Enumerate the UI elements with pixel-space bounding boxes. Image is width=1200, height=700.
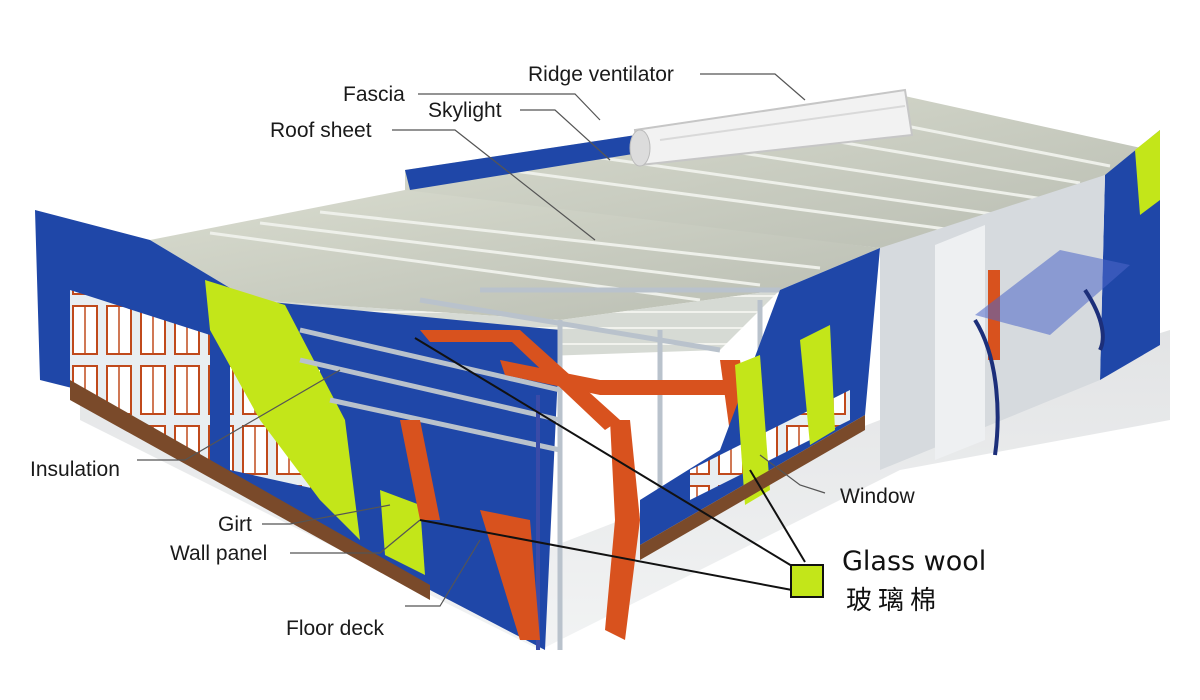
label-ridge-ventilator: Ridge ventilator: [528, 63, 674, 86]
ridge-ventilator: [629, 88, 914, 167]
label-floor-deck: Floor deck: [286, 617, 385, 640]
rear-roof-ribs: [469, 109, 1111, 237]
glass-wool-leaders: [414, 337, 806, 591]
label-skylight: Skylight: [428, 99, 502, 122]
leader-window: [759, 454, 826, 494]
front-end-insulation: [735, 355, 770, 505]
canopy: [973, 250, 1130, 456]
legend-glass-wool-cn: 玻璃棉: [846, 586, 943, 616]
front-left-brick-base: [70, 380, 430, 600]
label-fascia: Fascia: [343, 83, 405, 106]
rear-portal-column: [935, 225, 985, 460]
leader-wall-panel: [290, 519, 421, 554]
leader-floor-deck: [405, 539, 481, 607]
leader-roof-sheet: [392, 129, 596, 241]
insulation-panel-2: [380, 490, 425, 575]
label-girt: Girt: [218, 513, 252, 536]
front-end-brick-base: [640, 415, 865, 560]
steel-frame: [299, 287, 780, 650]
leader-insulation: [137, 369, 341, 461]
rear-green-insulation: [1135, 130, 1160, 215]
legend-glass-wool-en: Glass wool: [842, 546, 987, 577]
leader-girt: [262, 504, 391, 525]
front-end-insulation-2: [800, 325, 835, 445]
leader-lines: [137, 73, 826, 607]
front-left-window-band: [70, 290, 210, 460]
insulation-panel: [205, 280, 360, 540]
leader-ridge-ventilator: [700, 73, 806, 101]
leader-skylight: [520, 109, 611, 161]
label-roof-sheet: Roof sheet: [270, 119, 372, 142]
label-insulation: Insulation: [30, 458, 120, 481]
glass-wool-swatch: [790, 564, 824, 598]
leader-fascia: [418, 93, 601, 121]
label-window: Window: [840, 485, 915, 508]
label-wall-panel: Wall panel: [170, 542, 268, 565]
